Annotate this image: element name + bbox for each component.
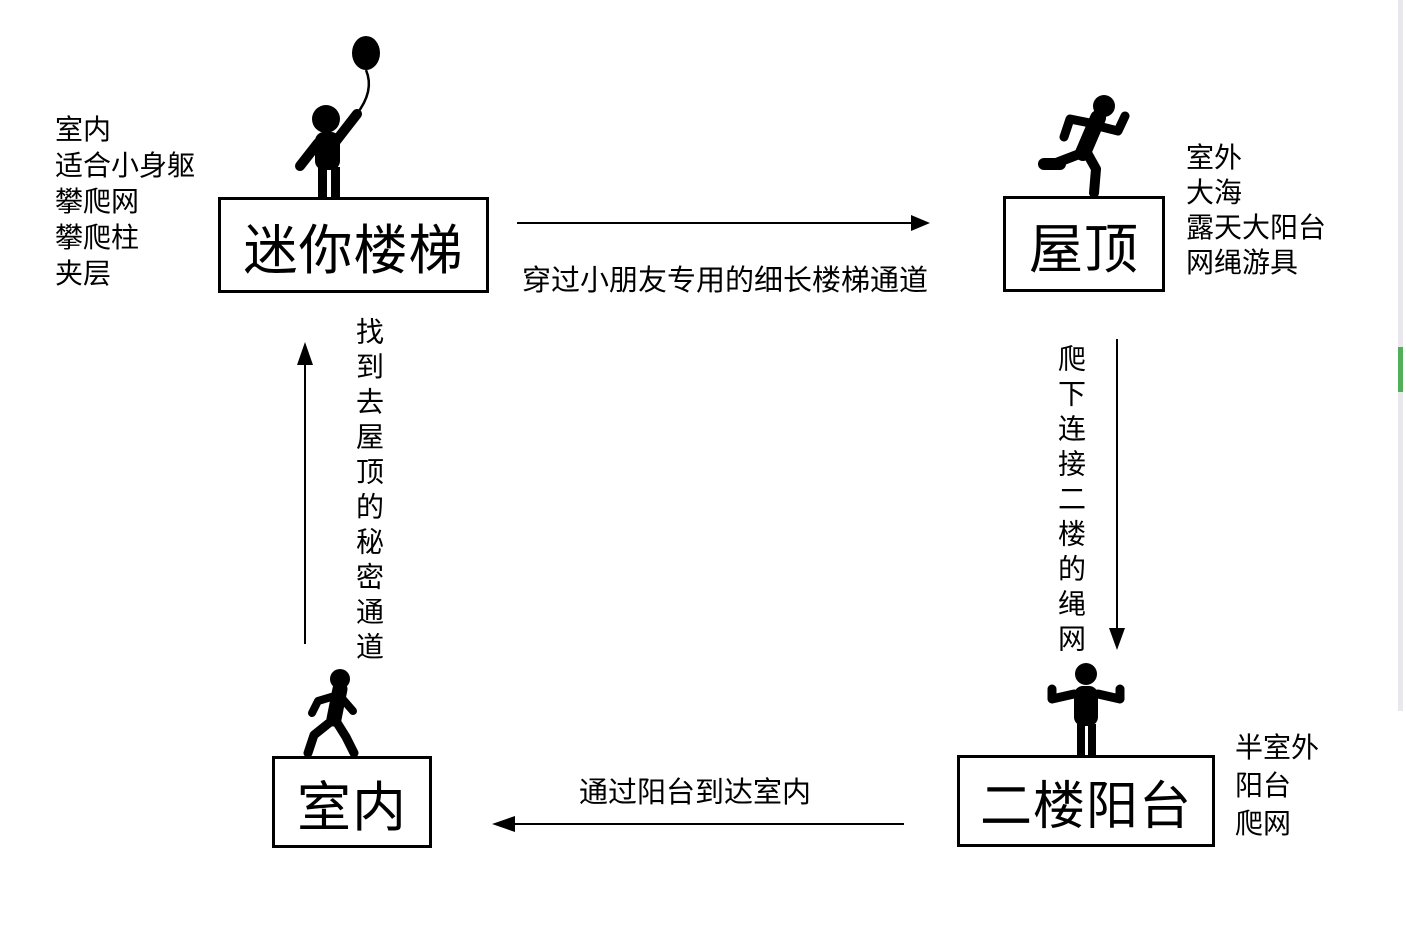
note-line: 网绳游具 [1186, 247, 1299, 278]
node-balcony: 二楼阳台 [957, 755, 1215, 847]
arrow-up-indoor-to-stairs [297, 342, 313, 644]
note-line: 爬网 [1235, 808, 1292, 839]
mini-stairs-notes: 室内 适合小身躯 攀爬网 攀爬柱 夹层 [55, 112, 195, 292]
note-line: 夹层 [55, 258, 112, 289]
node-balcony-label: 二楼阳台 [979, 777, 1192, 836]
node-indoor-label: 室内 [297, 777, 407, 838]
note-line: 半室外 [1235, 732, 1320, 763]
note-line: 室外 [1186, 142, 1243, 173]
note-line: 适合小身躯 [55, 150, 196, 181]
note-line: 室内 [55, 114, 112, 145]
scrollbar-thumb[interactable] [1398, 347, 1403, 392]
node-roof: 屋顶 [1003, 196, 1165, 292]
standing-person-arms-out-icon [1042, 663, 1130, 756]
scrollbar-track[interactable] [1398, 0, 1403, 711]
person-holding-balloon-icon [292, 33, 404, 198]
edge-label-roof-to-balcony: 爬下连接二楼的绳网 [1055, 344, 1086, 659]
roof-notes: 室外 大海 露天大阳台 网绳游具 [1186, 140, 1326, 280]
node-roof-label: 屋顶 [1029, 219, 1139, 280]
edge-label-indoor-to-stairs: 找到去屋顶的秘密通道 [353, 317, 384, 667]
arrow-down-roof-to-balcony [1109, 339, 1125, 650]
note-line: 攀爬柱 [55, 222, 140, 253]
edge-label-stairs-to-roof: 穿过小朋友专用的细长楼梯通道 [521, 265, 928, 297]
walking-person-icon [294, 669, 392, 757]
note-line: 露天大阳台 [1186, 212, 1327, 243]
note-line: 大海 [1186, 177, 1243, 208]
node-mini-stairs-label: 迷你楼梯 [243, 220, 464, 281]
running-person-icon [1032, 91, 1150, 197]
arrow-left-balcony-to-indoor [492, 816, 904, 832]
node-indoor: 室内 [272, 756, 432, 848]
balcony-notes: 半室外 阳台 爬网 [1235, 729, 1319, 843]
node-mini-stairs: 迷你楼梯 [218, 197, 489, 293]
note-line: 攀爬网 [55, 186, 140, 217]
edge-label-balcony-to-indoor: 通过阳台到达室内 [578, 777, 811, 809]
arrow-right-stairs-to-roof [517, 215, 930, 231]
note-line: 阳台 [1235, 770, 1292, 801]
